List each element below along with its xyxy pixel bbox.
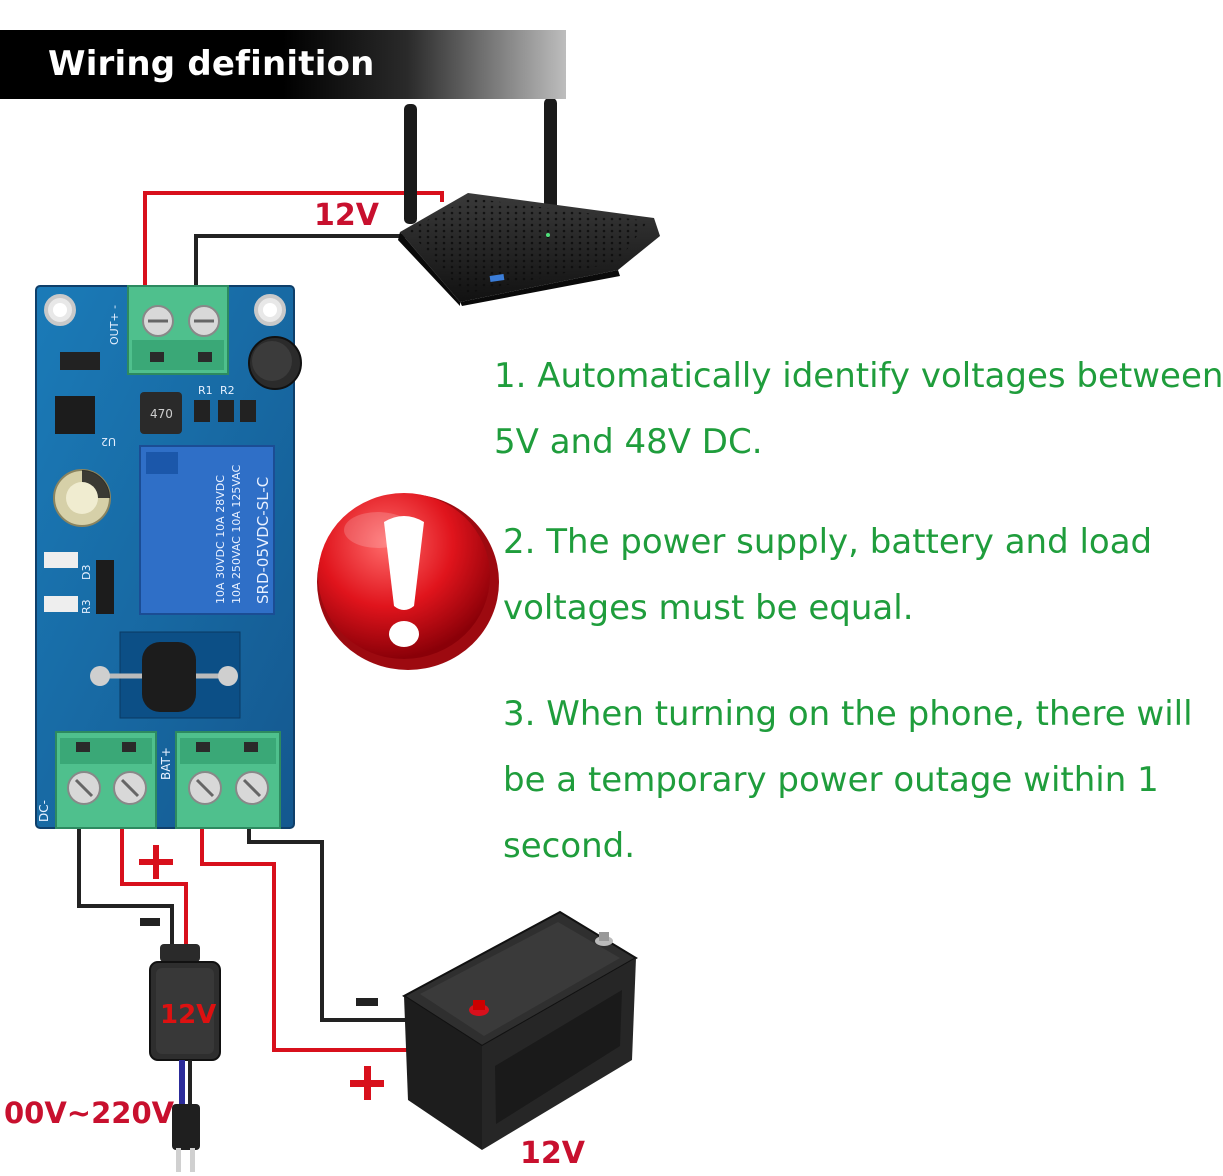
dc-terminal (55, 731, 157, 829)
wires (77, 191, 444, 1052)
battery-plus-mark (350, 1066, 384, 1100)
relay-rating-2: 10A 30VDC 10A 28VDC (214, 475, 227, 604)
warning-icon (317, 493, 499, 670)
dc-label: DC- (37, 800, 51, 822)
relay (139, 445, 275, 615)
d3-label: D3 (80, 565, 93, 580)
r1-label: R1 (198, 384, 213, 397)
relay-model: SRD-05VDC-SL-C (254, 477, 272, 604)
title-banner (0, 30, 566, 99)
r2-label: R2 (220, 384, 235, 397)
bat-label: BAT+ (159, 747, 173, 780)
adapter-voltage-label: 12V (160, 1000, 217, 1030)
battery-voltage-label: 12V (520, 1136, 585, 1171)
mains-voltage-label: 00V~220V (4, 1096, 175, 1130)
battery-negative-wire (247, 828, 410, 1022)
note-3: 3. When turning on the phone, there will… (503, 681, 1193, 879)
note-1-line-1: 1. Automatically identify voltages betwe… (494, 356, 1223, 396)
r3-label: R3 (80, 599, 93, 614)
page-title: Wiring definition (48, 44, 375, 84)
adapter-positive-wire (120, 828, 188, 956)
note-1-line-2: 5V and 48V DC. (494, 422, 763, 462)
plug-icon (172, 1104, 200, 1172)
inductor-label: 470 (150, 407, 173, 421)
note-3-line-2: be a temporary power outage within 1 (503, 760, 1159, 800)
note-2-line-2: voltages must be equal. (503, 588, 914, 628)
power-adapter-icon (149, 944, 221, 1106)
router-voltage-label: 12V (314, 198, 379, 233)
note-3-line-1: 3. When turning on the phone, there will (503, 694, 1193, 734)
note-2: 2. The power supply, battery and load vo… (503, 509, 1152, 641)
wiring-diagram: OUT+ - R1 R2 470 U2 D3 R3 SRD-05VDC-SL-C… (35, 98, 660, 1172)
out-terminal (127, 285, 229, 375)
chip-label: U2 (101, 435, 116, 448)
adapter-negative-wire (77, 828, 174, 956)
battery-icon (402, 910, 638, 1150)
out-label: OUT+ - (108, 305, 121, 345)
battery-minus-mark (356, 998, 378, 1006)
battery-positive-wire (200, 828, 410, 1052)
relay-rating-1: 10A 250VAC 10A 125VAC (230, 464, 243, 604)
adapter-minus-mark (140, 918, 160, 926)
router-positive-wire (143, 191, 444, 290)
note-2-line-1: 2. The power supply, battery and load (503, 522, 1153, 562)
note-1: 1. Automatically identify voltages betwe… (494, 343, 1223, 475)
bat-terminal (175, 731, 281, 829)
router-negative-wire (194, 234, 420, 290)
adapter-plus-mark (139, 845, 173, 879)
note-3-line-3: second. (503, 826, 636, 866)
relay-board (35, 285, 302, 829)
router-icon (398, 98, 660, 306)
